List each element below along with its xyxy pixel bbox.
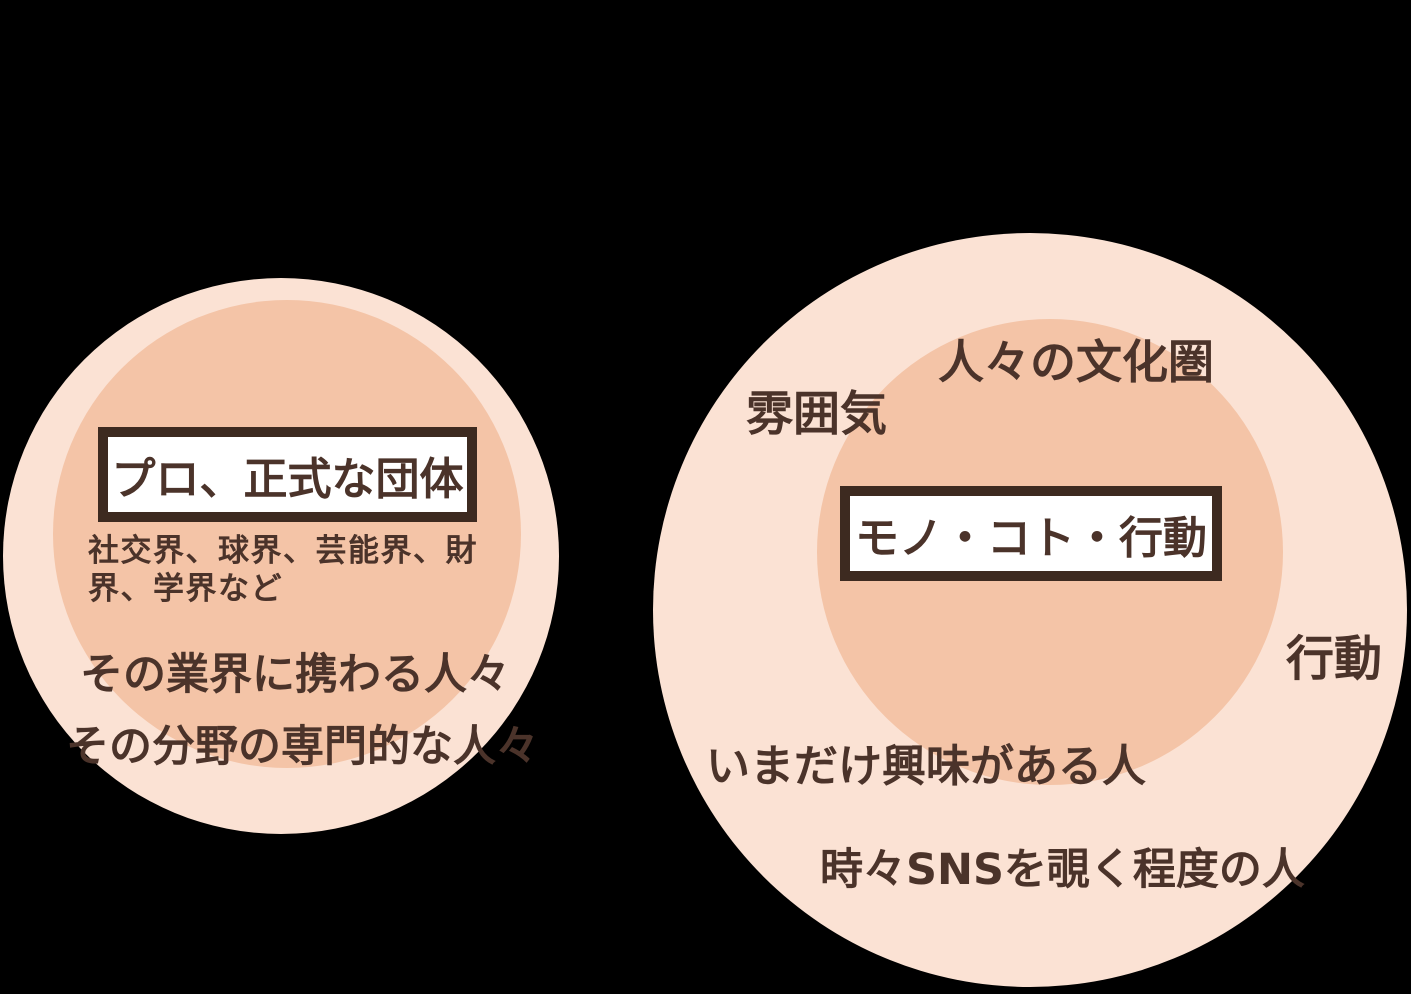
right-label-atmosphere: 雰囲気 [746,387,887,442]
left-outer-label-industry-people: その業界に携わる人々 [80,650,510,700]
right-label-sns-viewers: 時々SNSを覗く程度の人 [820,845,1305,895]
left-callout-box: プロ、正式な団体 [98,427,477,522]
right-label-action: 行動 [1286,631,1383,687]
right-callout-box: モノ・コト・行動 [840,486,1222,581]
left-outer-label-specialist-people: その分野の専門的な人々 [66,722,539,772]
right-label-culture-sphere: 人々の文化圏 [938,335,1214,389]
left-inner-circle [53,300,521,768]
right-label-current-interest-people: いまだけ興味がある人 [706,741,1146,792]
left-inner-note: 社交界、球界、芸能界、財界、学界など [88,533,478,607]
right-box-label: モノ・コト・行動 [855,512,1207,564]
left-box-label: プロ、正式な団体 [111,453,464,505]
